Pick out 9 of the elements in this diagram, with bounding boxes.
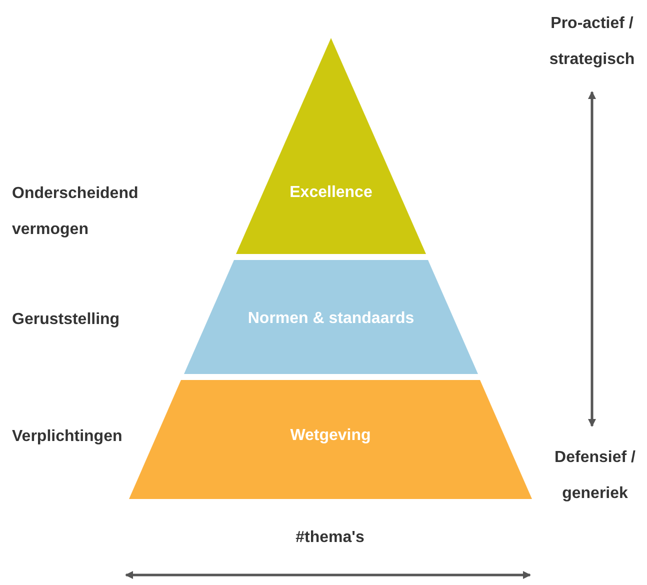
level-label: Verplichtingen <box>12 427 124 447</box>
tier-label: Wetgeving <box>290 427 371 444</box>
level-label: Onderscheidend vermogen <box>12 184 140 240</box>
level-label: Geruststelling <box>12 310 121 330</box>
axis-label: #thema's <box>294 528 366 548</box>
tier-label: Normen & standaards <box>248 310 414 327</box>
scale-top-label: Pro-actief / strategisch <box>548 14 636 70</box>
tier-label: Excellence <box>290 184 372 201</box>
scale-bottom-label: Defensief / generiek <box>554 448 636 504</box>
